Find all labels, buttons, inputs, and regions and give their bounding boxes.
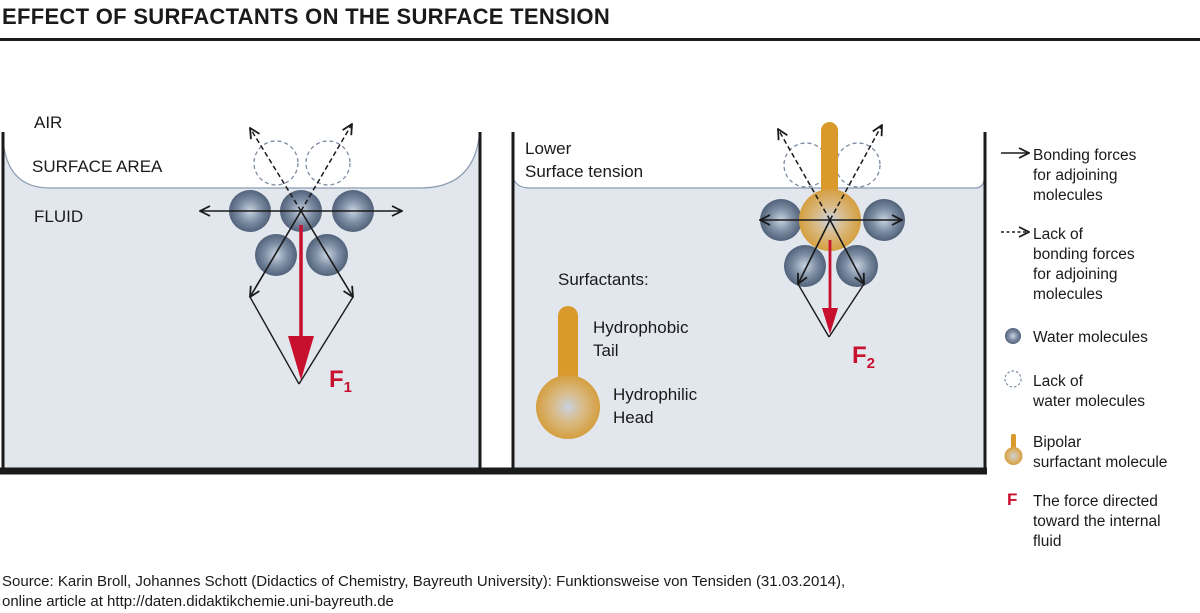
surfactants-label: Surfactants: [558, 270, 649, 289]
legend-lack-water-text-1: Lack of [1033, 373, 1084, 390]
legend-water-icon [1005, 328, 1021, 344]
legend-force-text-3: fluid [1033, 533, 1061, 550]
resultant-line [249, 296, 300, 385]
legend-surfactant-head-icon [1004, 447, 1023, 465]
legend-force-icon: F [1007, 490, 1017, 509]
source-line-2: online article at http://daten.didaktikc… [2, 593, 394, 610]
surface-tension-label: Surface tension [525, 162, 643, 181]
legend-water-text: Water molecules [1033, 329, 1148, 346]
legend-bonding-text-1: Bonding forces [1033, 147, 1137, 164]
legend-force-text-2: toward the internal [1033, 513, 1161, 530]
surfactant-example-head [536, 375, 600, 439]
bonding-arrow [829, 219, 864, 284]
fluid-label: FLUID [34, 207, 83, 226]
bonding-arrow [798, 219, 831, 284]
hydrophobic-label: Hydrophobic [593, 318, 689, 337]
tail-label: Tail [593, 341, 619, 360]
lack-bonding-arrow [778, 129, 831, 221]
left-container [1, 132, 482, 470]
force-label-f1: F1 [329, 366, 352, 396]
head-label: Head [613, 408, 654, 427]
water-molecule [836, 245, 878, 287]
legend-force-text-1: The force directed [1033, 493, 1158, 510]
legend-lack-water-text-2: water molecules [1032, 393, 1145, 410]
water-molecule [255, 234, 297, 276]
legend: Bonding forces for adjoining molecules L… [1001, 147, 1167, 550]
resultant-line [828, 283, 865, 338]
legend-lack-bonding-text-1: Lack of [1033, 226, 1084, 243]
missing-molecule [305, 140, 351, 186]
lack-bonding-arrow [300, 124, 352, 212]
hydrophilic-label: Hydrophilic [613, 385, 698, 404]
lack-bonding-arrow [250, 128, 302, 212]
legend-bonding-text-2: for adjoining [1033, 167, 1117, 184]
source-citation: Source: Karin Broll, Johannes Schott (Di… [2, 572, 845, 612]
legend-lack-bonding-text-3: for adjoining [1033, 266, 1117, 283]
title-rule [0, 38, 1200, 41]
force-arrowhead-f2 [822, 308, 838, 334]
resultant-line [298, 296, 354, 385]
legend-surfactant-tail-icon [1011, 434, 1016, 450]
left-meniscus [2, 137, 480, 189]
lack-bonding-arrow [829, 125, 882, 221]
air-label: AIR [34, 113, 62, 132]
surfactant-example-tail [558, 306, 578, 394]
page-title: EFFECT OF SURFACTANTS ON THE SURFACE TEN… [2, 4, 611, 29]
legend-bonding-text-3: molecules [1033, 187, 1103, 204]
bonding-arrow [250, 210, 302, 297]
force-arrowhead-f1 [288, 336, 314, 380]
water-molecule [784, 245, 826, 287]
legend-surfactant-text-2: surfactant molecule [1033, 454, 1167, 471]
resultant-line [797, 283, 830, 338]
missing-molecule [253, 140, 299, 186]
missing-molecule [835, 142, 881, 188]
right-meniscus [513, 179, 985, 189]
lower-label: Lower [525, 139, 572, 158]
surface-area-label: SURFACE AREA [32, 157, 163, 176]
legend-lack-water-icon [1004, 370, 1022, 388]
legend-lack-bonding-text-4: molecules [1033, 286, 1103, 303]
legend-lack-bonding-text-2: bonding forces [1033, 246, 1135, 263]
force-label-f2: F2 [852, 342, 875, 372]
bonding-arrow [300, 210, 353, 297]
legend-surfactant-text-1: Bipolar [1033, 434, 1081, 451]
source-line-1: Source: Karin Broll, Johannes Schott (Di… [2, 573, 846, 590]
